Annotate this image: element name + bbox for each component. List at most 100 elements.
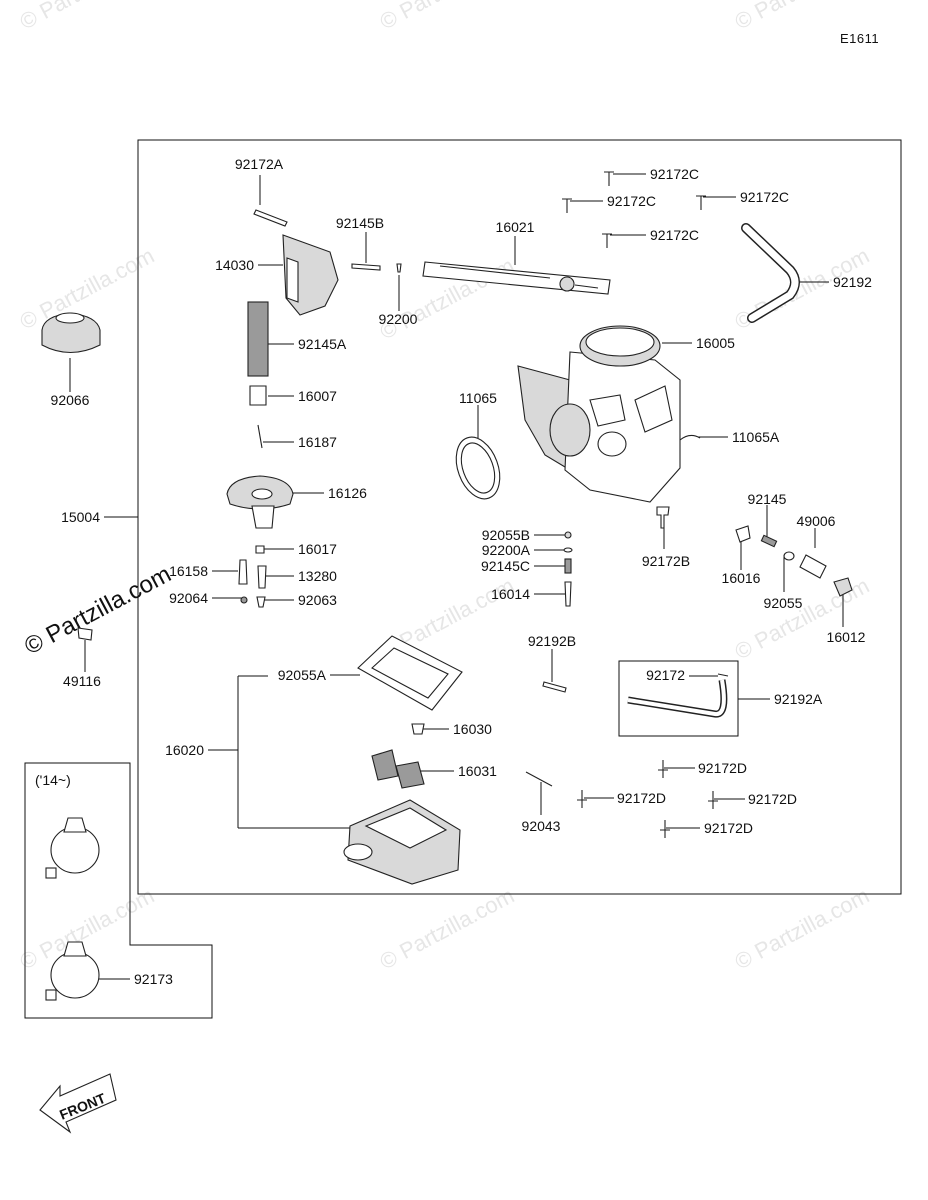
jet-16017 [255, 545, 265, 554]
pin-92043 [525, 771, 553, 787]
float-16031 [371, 749, 425, 789]
pin-92200 [396, 263, 402, 273]
label-92063: 92063 [298, 592, 337, 608]
label-92172C-2: 92172C [607, 193, 656, 209]
label-92064: 92064 [169, 590, 208, 606]
spring-92145 [760, 534, 778, 548]
label-16014: 16014 [491, 586, 530, 602]
screw-16030 [411, 723, 425, 735]
label-92172C-4: 92172C [650, 227, 699, 243]
label-14030: 14030 [215, 257, 254, 273]
tube-16158 [238, 559, 248, 585]
label-92055A: 92055A [278, 667, 327, 683]
label-92055: 92055 [764, 595, 803, 611]
screw-49116 [77, 627, 93, 641]
label-49116: 49116 [63, 673, 101, 689]
clamp-92173 [45, 941, 100, 1001]
label-92200: 92200 [379, 311, 418, 327]
label-16020: 16020 [165, 742, 204, 758]
watermark: © Partzilla.com [731, 883, 874, 975]
screw-16014 [564, 581, 572, 607]
oring-92055B [564, 531, 572, 539]
watermark: © Partzilla.com [376, 883, 519, 975]
label-92043: 92043 [522, 818, 561, 834]
cover-14030 [282, 234, 339, 316]
label-92192: 92192 [833, 274, 872, 290]
label-15004: 15004 [61, 509, 100, 525]
label-16126: 16126 [328, 485, 367, 501]
valve-16016 [735, 525, 751, 543]
oring-92055 [783, 551, 795, 561]
screw-92172C [562, 198, 572, 213]
label-49006: 49006 [797, 513, 836, 529]
label-92145: 92145 [748, 491, 787, 507]
label-16030: 16030 [453, 721, 492, 737]
label-16031: 16031 [458, 763, 497, 779]
label-92172D-4: 92172D [704, 820, 753, 836]
label-92066: 92066 [51, 392, 90, 408]
screw-92172A [253, 209, 288, 227]
label-92172C-3: 92172C [740, 189, 789, 205]
screw-92172C [604, 171, 614, 186]
since-14-label: ('14~) [35, 772, 71, 788]
label-16005: 16005 [696, 335, 735, 351]
label-16187: 16187 [298, 434, 337, 450]
label-92172: 92172 [646, 667, 685, 683]
label-92145A: 92145A [298, 336, 347, 352]
pin-92192B [542, 681, 567, 693]
label-16016: 16016 [722, 570, 761, 586]
label-16017: 16017 [298, 541, 337, 557]
part-drawings: FRONT [39, 171, 853, 1134]
label-11065A: 11065A [732, 429, 780, 445]
part-labels: 92172A 92145B 14030 92200 92145A 16007 1… [35, 156, 872, 987]
watermark: © Partzilla.com [16, 0, 159, 34]
screw-92172C [696, 195, 706, 210]
cap-92066 [41, 312, 101, 354]
label-92055B: 92055B [482, 527, 530, 543]
label-16012: 16012 [827, 629, 866, 645]
screw-92172C [602, 233, 612, 248]
diaphragm-16126 [226, 475, 294, 529]
label-92200A: 92200A [482, 542, 531, 558]
cap-16012 [833, 577, 853, 597]
label-92192A: 92192A [774, 691, 823, 707]
label-16007: 16007 [298, 388, 337, 404]
screw-92172D [660, 820, 670, 838]
screw-92172D [658, 760, 668, 778]
watermark-dark: © Partzilla.com [20, 561, 175, 661]
label-92173: 92173 [134, 971, 173, 987]
needle-16187 [257, 424, 263, 449]
leader-lines [69, 173, 844, 980]
label-92172D-1: 92172D [698, 760, 747, 776]
label-92172B: 92172B [642, 553, 690, 569]
float-bowl-16020 [343, 799, 461, 885]
label-92172D-3: 92172D [748, 791, 797, 807]
label-92172C-1: 92172C [650, 166, 699, 182]
label-92145B: 92145B [336, 215, 384, 231]
clip-92172 [717, 673, 729, 677]
oring-11065 [455, 436, 501, 500]
since-14-frame [24, 762, 213, 1019]
spring-92145A [247, 301, 269, 377]
holder-16007 [249, 385, 267, 406]
plunger-49006 [799, 554, 827, 579]
watermark: © Partzilla.com [376, 0, 519, 34]
label-16021: 16021 [496, 219, 535, 235]
label-92192B: 92192B [528, 633, 576, 649]
diagram-id: E1611 [840, 31, 880, 46]
label-92172A: 92172A [235, 156, 284, 172]
label-92172D-2: 92172D [617, 790, 666, 806]
carburetor-16005 [517, 325, 701, 503]
front-arrow: FRONT [39, 1073, 117, 1134]
screw-92172D [708, 791, 718, 809]
plate-16021 [422, 261, 611, 295]
main-frame [137, 139, 902, 895]
label-92145C: 92145C [481, 558, 530, 574]
watermark: © Partzilla.com [731, 573, 874, 665]
label-13280: 13280 [298, 568, 337, 584]
pin-92200A [563, 547, 573, 553]
screw-92063 [256, 596, 266, 608]
clip-92145B [351, 263, 381, 271]
